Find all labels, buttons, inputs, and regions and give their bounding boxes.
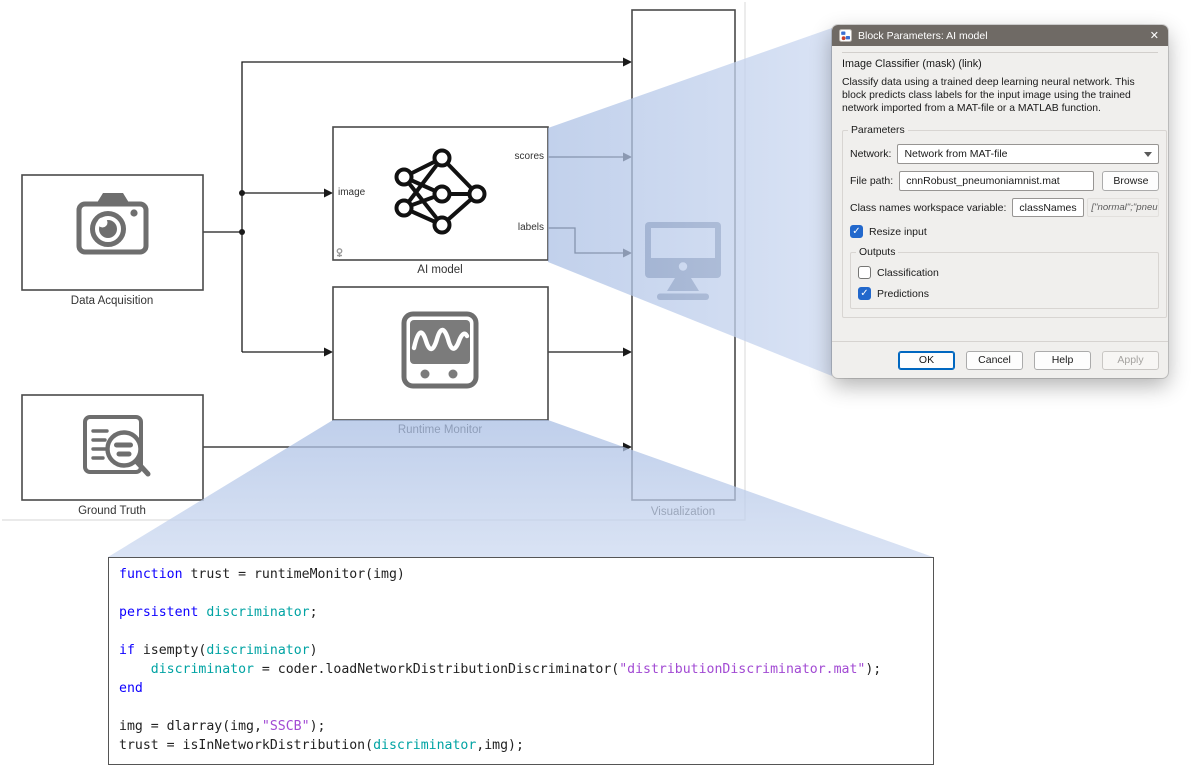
parameters-group: Parameters Network: Network from MAT-fil… [842, 125, 1168, 318]
port-scores: scores [514, 151, 544, 162]
class-names-input[interactable]: classNames [1012, 198, 1085, 217]
class-names-row: Class names workspace variable: classNam… [850, 198, 1160, 217]
classification-label: Classification [877, 266, 939, 279]
apply-button: Apply [1102, 350, 1159, 370]
predictions-label: Predictions [877, 287, 929, 300]
resize-input-row: ✓ Resize input [850, 225, 1159, 238]
file-path-row: File path: cnnRobust_pneumoniamnist.mat … [850, 171, 1160, 191]
outputs-legend: Outputs [859, 247, 896, 258]
port-image: image [338, 187, 366, 198]
file-path-label: File path: [850, 175, 894, 187]
mask-description: Classify data using a trained deep learn… [842, 77, 1135, 114]
label-ai-model: AI model [417, 264, 463, 276]
class-names-preview: ["normal";"pneu... [1087, 198, 1160, 217]
cancel-button[interactable]: Cancel [966, 350, 1023, 370]
predictions-row: ✓ Predictions [858, 287, 1151, 300]
block-parameters-dialog: Block Parameters: AI model ✕ Image Class… [832, 25, 1168, 378]
mask-title: Image Classifier (mask) (link) [842, 58, 982, 70]
resize-input-label: Resize input [869, 225, 927, 238]
label-runtime-monitor: Runtime Monitor [397, 424, 483, 436]
ok-button[interactable]: OK [898, 350, 955, 370]
help-button[interactable]: Help [1034, 350, 1091, 370]
resize-input-checkbox[interactable]: ✓ [850, 225, 863, 238]
simulink-block-icon [839, 29, 852, 42]
class-names-label: Class names workspace variable: [850, 201, 1007, 214]
code-content: function trust = runtimeMonitor(img) per… [119, 567, 882, 753]
chevron-down-icon [1144, 151, 1153, 157]
classification-row: Classification [858, 266, 1151, 279]
network-selected-value: Network from MAT-file [904, 148, 1008, 160]
predictions-checkbox[interactable]: ✓ [858, 287, 871, 300]
network-row: Network: Network from MAT-file [850, 144, 1160, 164]
dialog-titlebar[interactable]: Block Parameters: AI model ✕ [832, 25, 1168, 46]
classification-checkbox[interactable] [858, 266, 871, 279]
file-path-input[interactable]: cnnRobust_pneumoniamnist.mat [899, 171, 1095, 191]
label-ground-truth: Ground Truth [78, 505, 146, 517]
port-labels: labels [517, 222, 544, 233]
parameters-legend: Parameters [851, 125, 905, 136]
label-visualization: Visualization [650, 506, 716, 518]
network-label: Network: [850, 148, 892, 160]
dialog-title: Block Parameters: AI model [858, 29, 988, 42]
mask-description-panel: Image Classifier (mask) (link) Classify … [842, 52, 1158, 115]
label-data-acquisition: Data Acquisition [70, 295, 154, 307]
outputs-group: Outputs Classification ✓ Predictions [850, 247, 1160, 309]
close-icon[interactable]: ✕ [1149, 30, 1159, 42]
code-box: function trust = runtimeMonitor(img) per… [108, 557, 934, 765]
browse-button[interactable]: Browse [1102, 171, 1160, 191]
dialog-footer: OK Cancel Help Apply [832, 341, 1168, 378]
network-select[interactable]: Network from MAT-file [897, 144, 1160, 164]
